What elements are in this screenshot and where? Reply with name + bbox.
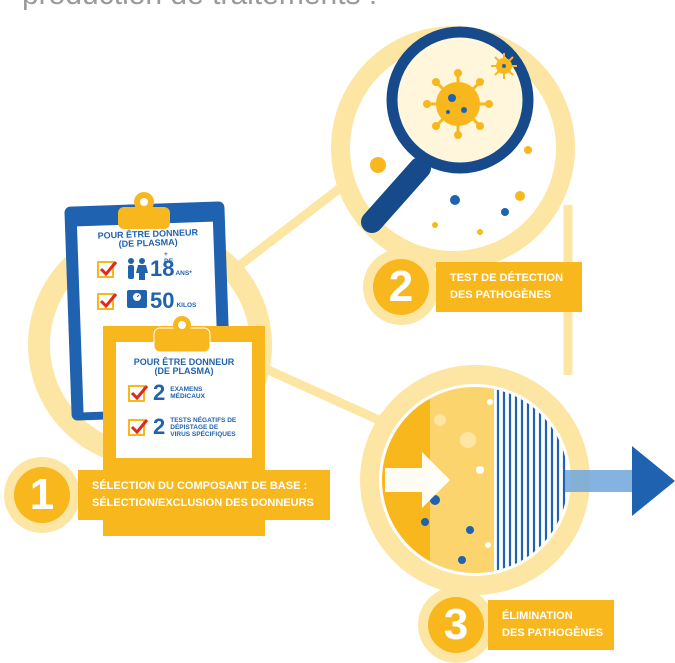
magnifier-icon [361,26,534,233]
step-1-label-line2: SÉLECTION/EXCLUSION DES DONNEURS [92,497,314,509]
step-2-number: 2 [388,262,414,311]
step-3-label-line1: ÉLIMINATION [502,610,573,622]
checkbox-icon [128,418,149,436]
blue-arrow-icon [565,446,675,516]
step-2-label-line1: TEST DE DÉTECTION [450,272,564,284]
step-2-label: TEST DE DÉTECTION DES PATHOGÈNES [436,262,582,312]
age-unit: ANS* [175,270,192,277]
step-1-disc [4,457,80,533]
item-1-text: EXAMENS MÉDICAUX [170,386,205,400]
age-value: 18 [150,256,175,281]
yellow-card-title-line2: (DE PLASMA) [154,366,214,376]
item-2-text-line1: TESTS NÉGATIFS DE [170,416,237,424]
yellow-card-item-1: 2 EXAMENS MÉDICAUX [128,382,205,404]
step-1-label-line1: SÉLECTION DU COMPOSANT DE BASE : [92,480,308,492]
item-2-text-line2: DÉPISTAGE DE [170,423,219,431]
blue-card-weight-row: 50 KILOS [97,290,196,312]
elimination-circle [360,365,590,595]
item-2-value: 2 [153,414,166,439]
checkbox-icon [97,292,118,310]
people-icon [128,258,148,280]
weight-unit: KILOS [176,301,197,309]
step-3-label-line2: DES PATHOGÈNES [502,627,604,639]
item-2-text: TESTS NÉGATIFS DE DÉPISTAGE DE VIRUS SPÉ… [170,417,236,438]
checkbox-icon [97,261,118,278]
heading-text: production de traitements : [22,0,377,12]
item-1-text-line1: EXAMENS [170,386,203,393]
small-virus-icon [491,53,517,79]
item-1-value: 2 [153,380,166,405]
item-2-text-line3: VIRUS SPÉCIFIQUES [170,430,236,438]
blue-card-age-row: + DE 18 ANS* [97,251,192,281]
step-3-label: ÉLIMINATION DES PATHOGÈNES [488,600,614,650]
scale-icon [127,290,147,308]
yellow-card-item-2: 2 TESTS NÉGATIFS DE DÉPISTAGE DE VIRUS S… [128,416,236,438]
step-1-label: SÉLECTION DU COMPOSANT DE BASE : SÉLECTI… [78,470,330,520]
white-arrow-icon [385,452,450,508]
step-2-disc [363,249,439,325]
yellow-card-title: POUR ÊTRE DONNEUR (DE PLASMA) [124,358,244,376]
step-3-disc [418,587,494,663]
weight-value: 50 [150,288,175,313]
step-2-label-line2: DES PATHOGÈNES [450,289,552,301]
step-3-number: 3 [443,600,469,649]
virus-icon [423,69,493,139]
checkbox-icon [128,384,149,402]
item-1-text-line2: MÉDICAUX [170,393,205,400]
age-prefix: + DE [164,251,174,265]
step-1-number: 1 [29,470,55,519]
yellow-card-title-line1: POUR ÊTRE DONNEUR [133,357,235,367]
